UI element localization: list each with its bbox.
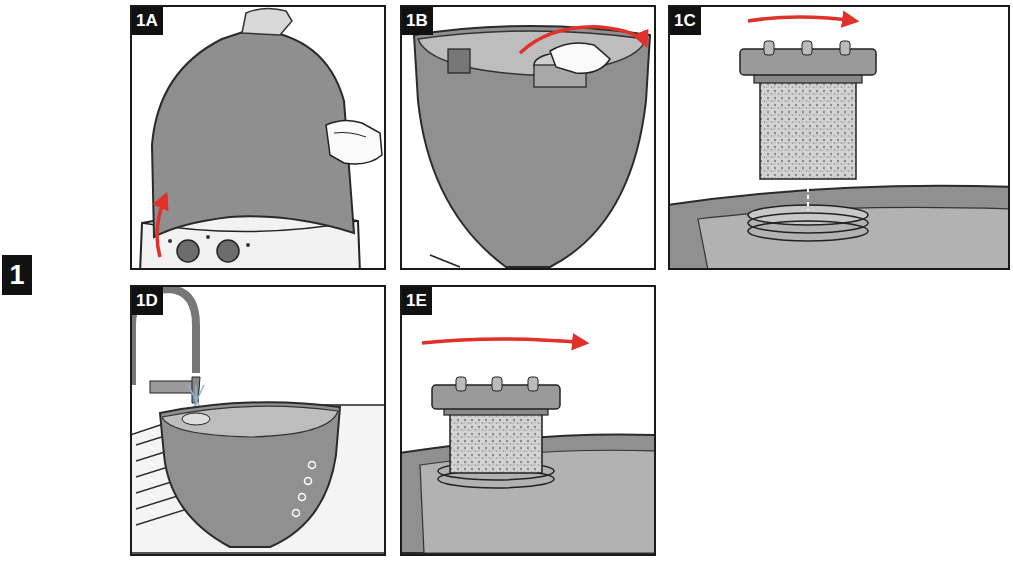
- section-number: 1: [9, 262, 24, 289]
- panel-label: 1D: [132, 287, 163, 315]
- step-panel: 1D: [130, 285, 386, 556]
- step-panel: 1A: [130, 5, 386, 270]
- filter-replaced-figure: [401, 339, 654, 553]
- step-panel: 1E: [400, 285, 656, 556]
- unscrew-filter-figure: [414, 26, 650, 267]
- rinse-tank-figure: [131, 289, 384, 553]
- step-panel: 1C: [668, 5, 1010, 270]
- panel-label: 1C: [670, 7, 701, 35]
- section-number-box: 1: [2, 255, 32, 295]
- panel-label: 1A: [132, 7, 163, 35]
- filter-removed-figure: [669, 17, 1009, 268]
- step-panel: 1B: [400, 5, 656, 270]
- panel-label: 1E: [402, 287, 432, 315]
- lift-tank-figure: [140, 8, 382, 268]
- panel-label: 1B: [402, 7, 433, 35]
